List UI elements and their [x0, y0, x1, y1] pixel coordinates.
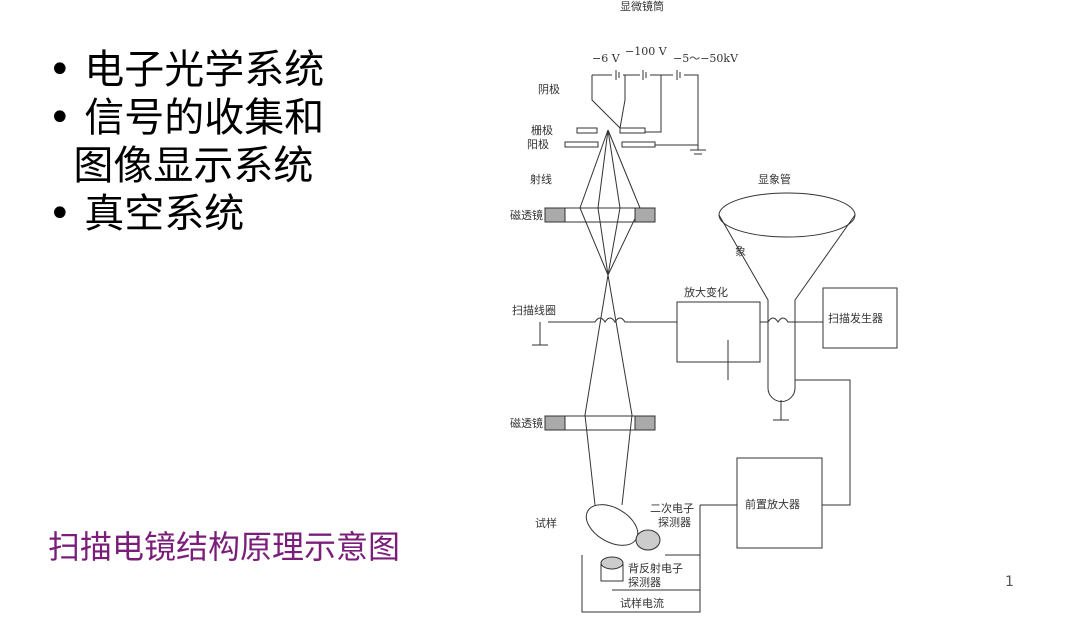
- anode-left: [564, 141, 599, 148]
- label-preamp: 前置放大器: [745, 497, 800, 511]
- sample: [585, 504, 639, 546]
- se-detector: [635, 529, 661, 551]
- label-grid: 栅极: [531, 123, 553, 137]
- label-scan-generator: 扫描发生器: [828, 311, 883, 325]
- label-se-detector-2: 探测器: [658, 516, 691, 529]
- bullet-item: • 真空系统: [48, 191, 245, 237]
- amp-change-box: [676, 301, 761, 363]
- crt-screen: [718, 192, 856, 238]
- bse-detector: [600, 556, 624, 570]
- label-scan-coil: 扫描线圈: [512, 303, 556, 317]
- label-bse-detector-2: 探测器: [628, 576, 661, 589]
- label-sample: 试样: [535, 516, 557, 530]
- bullet-item: 图像显示系统: [48, 143, 314, 189]
- grid-left: [576, 127, 598, 134]
- label-image: 象: [735, 245, 746, 258]
- label-crt: 显象管: [758, 172, 791, 186]
- label-se-detector: 二次电子: [650, 501, 694, 515]
- label-ray: 射线: [530, 172, 552, 186]
- label-lens-1: 磁透镜: [510, 208, 543, 222]
- label-anode: 阳极: [527, 137, 549, 151]
- preamp-box: [736, 457, 823, 549]
- bullet-item: • 电子光学系统: [48, 47, 325, 93]
- label-v2: −100 V: [625, 45, 668, 58]
- label-sample-current: 试样电流: [620, 596, 664, 610]
- label-v1: −6 V: [592, 52, 621, 65]
- scan-generator-box: [822, 287, 898, 349]
- label-lens-2: 磁透镜: [510, 416, 543, 430]
- label-bse-detector: 背反射电子: [628, 561, 683, 575]
- label-amp-change: 放大变化: [684, 285, 728, 299]
- label-v3: −5～−50kV: [673, 52, 739, 65]
- figure-caption: 扫描电镜结构原理示意图: [48, 528, 401, 566]
- label-column: 显微镜筒: [620, 0, 664, 13]
- page-number: 1: [1005, 574, 1014, 590]
- bullet-item: • 信号的收集和: [48, 95, 325, 141]
- label-cathode: 阴极: [538, 82, 560, 96]
- bullet-list: • 电子光学系统 • 信号的收集和 图像显示系统 • 真空系统: [48, 46, 324, 238]
